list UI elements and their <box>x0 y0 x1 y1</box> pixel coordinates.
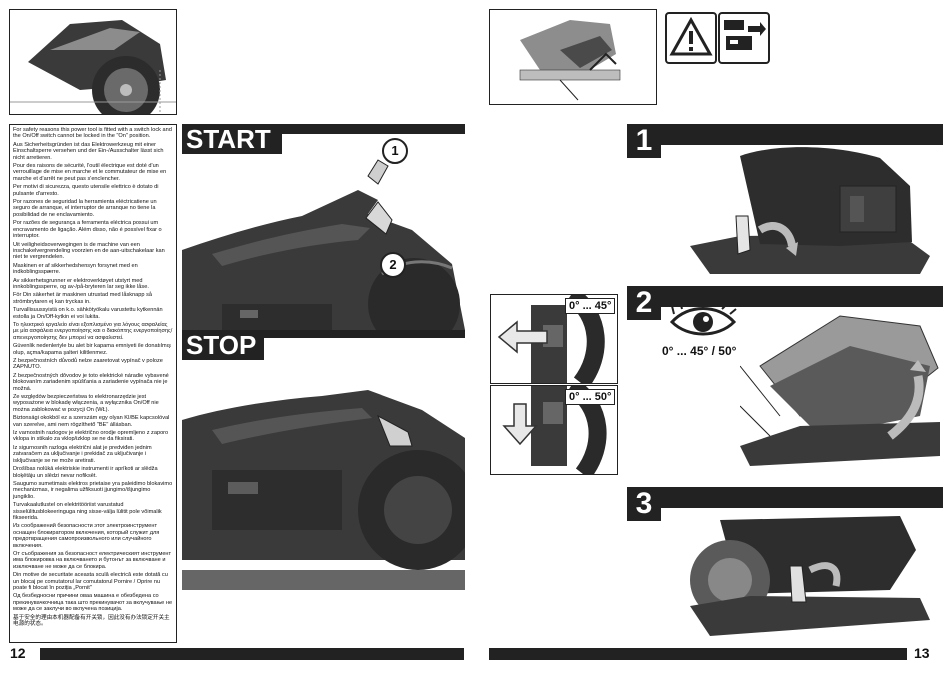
warning-paragraph: Z bezpečnostních důvodů nelze zaaretovat… <box>13 358 163 371</box>
stop-figure: STOP <box>182 330 465 640</box>
step-1-number: 1 <box>627 124 661 158</box>
warning-paragraph: For safety reasons this power tool is fi… <box>13 127 172 140</box>
warning-paragraph: Turvallisuussyistä on k.o. sähkötyökalu … <box>13 307 163 320</box>
stop-banner: STOP <box>182 330 264 360</box>
warning-paragraph: Drošības nolūkā elektriskie instrumenti … <box>13 466 158 479</box>
saw-stop-illustration <box>182 390 465 640</box>
stop-label: STOP <box>186 330 257 360</box>
arrow-down-icon <box>500 402 540 446</box>
warning-paragraph: Το ηλεκτρικό εργαλείο είναι εξοπλισμένο … <box>13 321 173 341</box>
warning-paragraph: Din motive de securitate aceasta sculă e… <box>13 572 168 591</box>
step-3-number: 3 <box>627 487 661 521</box>
callout-2: 2 <box>380 252 406 278</box>
warning-paragraph: Turvakaalutlustel on elektritööriist var… <box>13 502 162 521</box>
left-page-footer-bar <box>40 648 464 660</box>
eye-icon <box>668 300 738 342</box>
angle-combined-label: 0° ... 45° / 50° <box>662 344 737 358</box>
right-page-number: 13 <box>914 645 930 661</box>
warning-triangle-icon <box>665 12 717 64</box>
step-2-bar <box>627 286 943 307</box>
figure-saw-thumbnail-left <box>9 9 177 115</box>
figure-saw-thumbnail-right <box>489 9 657 105</box>
warning-paragraph: Güvenlik nedenleriyle bu alet bir kapama… <box>13 343 171 356</box>
safety-warnings-column: For safety reasons this power tool is fi… <box>9 124 177 643</box>
warning-paragraph: Z bezpečnostných dôvodov je toto elektri… <box>13 372 169 392</box>
warnings-list: For safety reasons this power tool is fi… <box>10 125 176 627</box>
warning-paragraph: Iz sigurnosnih razloga električni alat j… <box>13 444 152 464</box>
warning-paragraph: Por razões de segurança a ferramenta elé… <box>13 220 162 240</box>
warning-paragraph: Uit veiligheidsoverwegingen is de machin… <box>13 241 165 261</box>
arrow-left-icon <box>497 320 549 354</box>
step-3-illustration <box>690 516 930 636</box>
warning-paragraph: Pour des raisons de sécurité, l'outil él… <box>13 163 167 182</box>
callout-1: 1 <box>382 138 408 164</box>
unplug-battery-icon <box>718 12 770 64</box>
warning-paragraph: Aus Sicherheitsgründen ist das Elektrowe… <box>13 141 164 161</box>
angle-50-label: 0° ... 50° <box>565 389 616 405</box>
warning-paragraph: Из соображений безопасности этот электро… <box>13 523 160 549</box>
step-2-illustration <box>740 315 940 466</box>
right-page-footer-bar <box>489 648 907 660</box>
warning-paragraph: Av sikkerhetsgrunner er elektroverktøyet… <box>13 277 149 290</box>
start-banner: START <box>182 124 282 154</box>
warning-paragraph: Saugumo sumetimais elektros prietaise yr… <box>13 480 173 500</box>
warning-paragraph: Por razones de seguridad la herramienta … <box>13 199 157 218</box>
warning-paragraph: 基于安全的理由本机器配备有开关锁，因此没有办法锁定开关主电源的状态。 <box>13 614 170 628</box>
step-2-number: 2 <box>627 286 661 320</box>
step-3-bar <box>627 487 943 508</box>
left-page-number: 12 <box>10 645 26 661</box>
saw-start-illustration <box>182 159 465 330</box>
warning-paragraph: Biztonsági okokból ez a szerszám egy oly… <box>13 415 170 428</box>
warning-paragraph: Per motivi di sicurezza, questo utensile… <box>13 184 159 197</box>
warning-paragraph: Ze względów bezpieczeństwa to elektronar… <box>13 394 159 413</box>
warning-paragraph: Од безбедносни причини оваа машина е обе… <box>13 593 173 613</box>
start-label: START <box>186 124 271 154</box>
start-figure: START 1 2 <box>182 124 465 330</box>
step-1-bar <box>627 124 943 145</box>
warning-paragraph: От съображения за безопасност електричес… <box>13 550 172 570</box>
step-1-illustration <box>690 147 930 274</box>
warning-paragraph: För Din säkerhet är maskinen utrustad me… <box>13 292 152 305</box>
angle-45-label: 0° ... 45° <box>565 298 616 314</box>
warning-paragraph: Iz varnostnih razlogov je električno oro… <box>13 430 169 443</box>
warning-paragraph: Maskinen er af sikkerhedshensyn forsynet… <box>13 262 138 276</box>
